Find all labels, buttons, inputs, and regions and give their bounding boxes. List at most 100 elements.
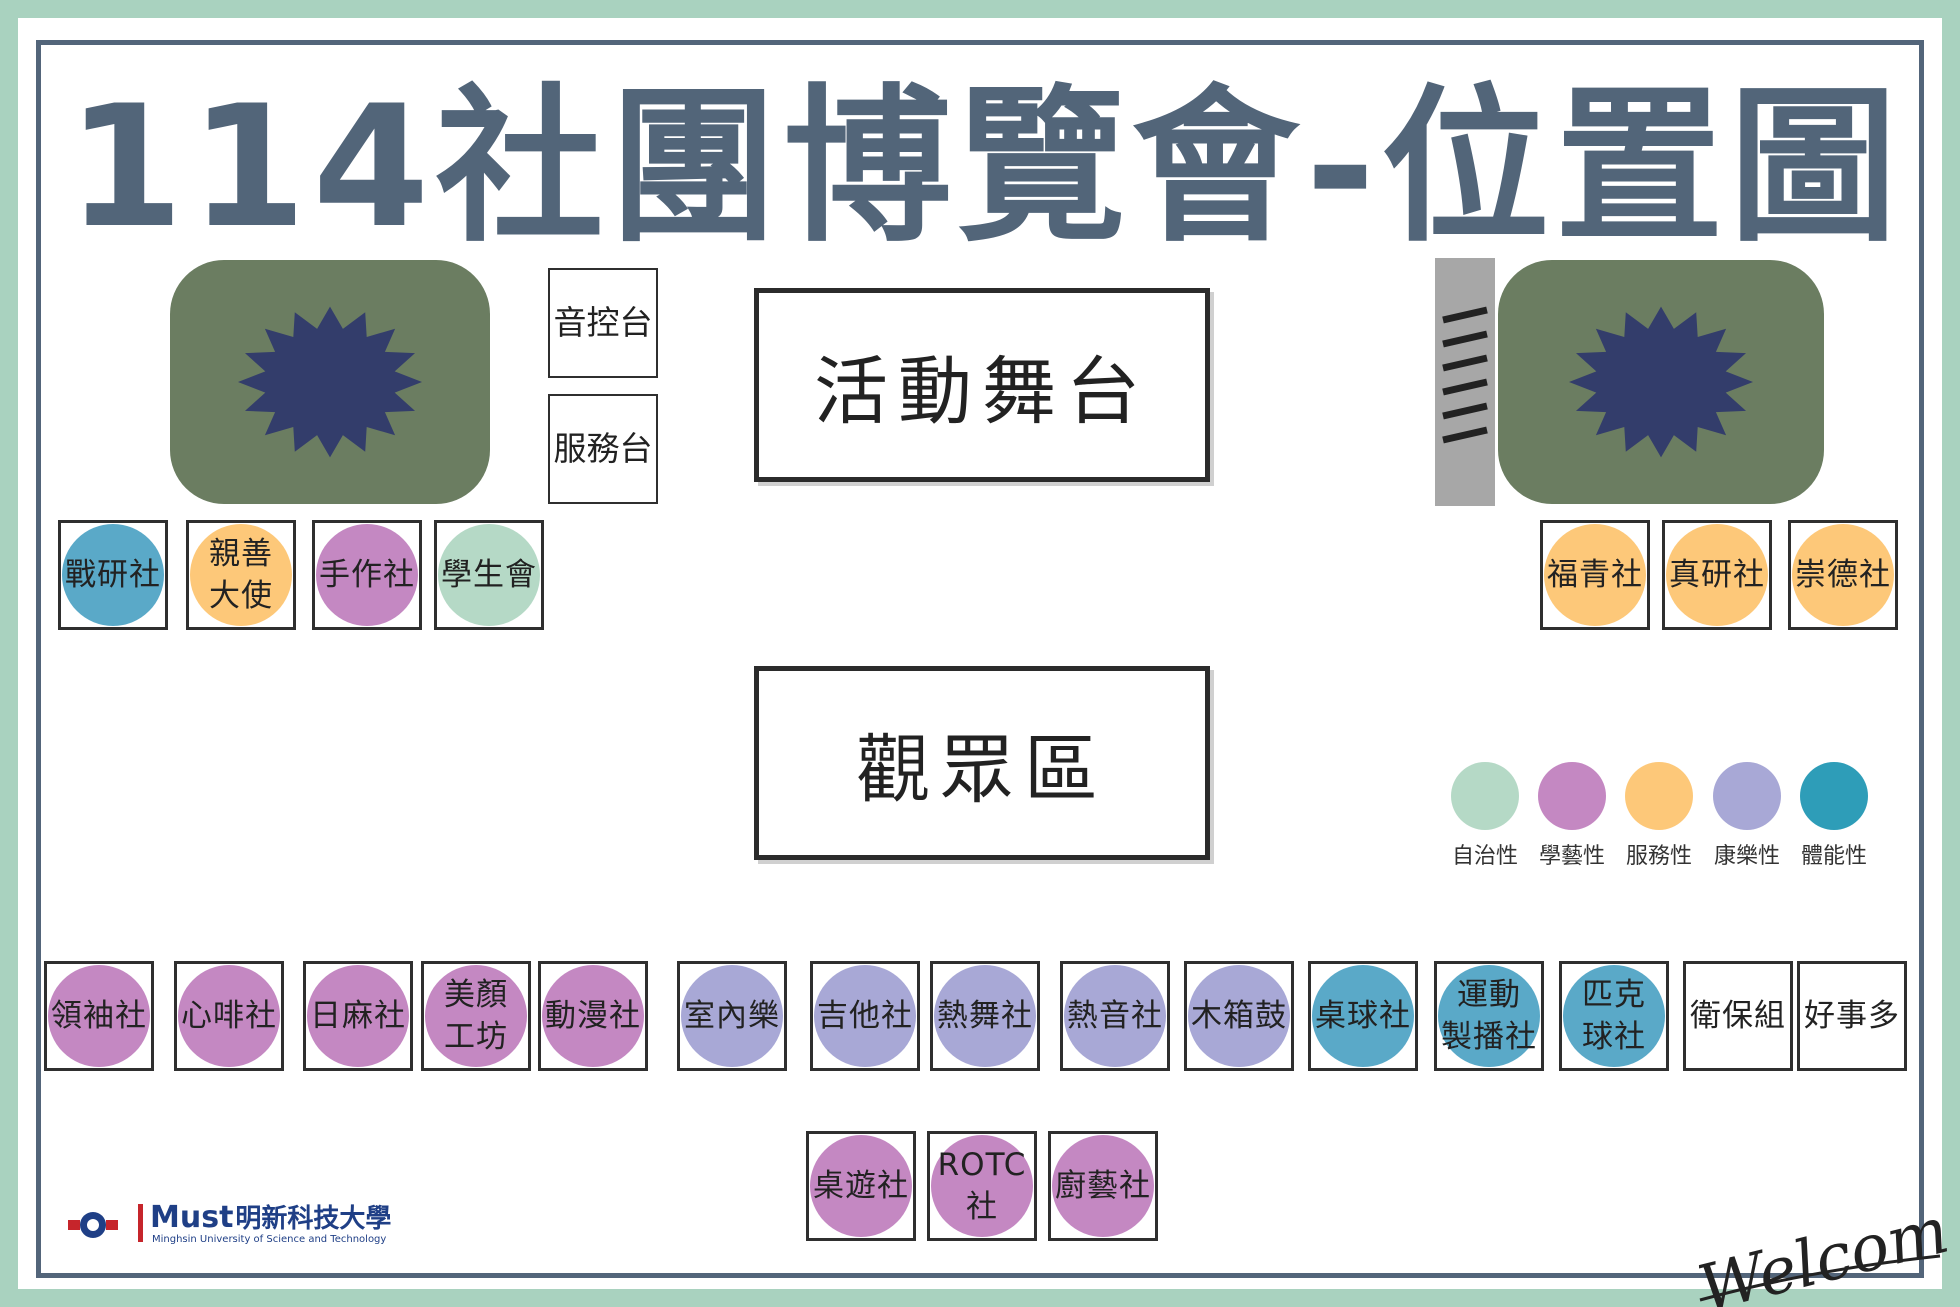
legend-label: 服務性 — [1625, 844, 1692, 869]
legend-item: 服務性 — [1616, 762, 1702, 870]
club-booth: 福青社 — [1540, 520, 1650, 630]
ramp-stripes — [1442, 306, 1488, 444]
club-label: 崇德社 — [1795, 557, 1891, 593]
poster-frame — [36, 40, 1924, 1278]
club-booth: 好事多 — [1797, 961, 1907, 1071]
logo-bar — [138, 1204, 143, 1242]
star-icon — [238, 306, 422, 458]
club-booth: 室內樂 — [677, 961, 787, 1071]
category-dot — [542, 965, 644, 1067]
club-label: 匹克 球社 — [1582, 977, 1646, 1055]
category-dot — [814, 965, 916, 1067]
legend-label: 體能性 — [1800, 844, 1867, 869]
club-booth: 匹克 球社 — [1559, 961, 1669, 1071]
club-label: 日麻社 — [310, 998, 406, 1034]
logo-name-cn: 明新科技大學 — [235, 1204, 392, 1234]
club-label: 桌遊社 — [813, 1168, 909, 1204]
club-booth: 衛保組 — [1683, 961, 1793, 1071]
club-booth: 學生會 — [434, 520, 544, 630]
gear-emblem-icon — [68, 1212, 118, 1238]
category-dot — [178, 965, 280, 1067]
club-label: 領袖社 — [51, 998, 147, 1034]
category-dot — [425, 965, 527, 1067]
legend-swatch — [1625, 762, 1693, 830]
club-label: ROTC 社 — [937, 1147, 1027, 1225]
sound-console-booth: 音控台 — [548, 268, 658, 378]
club-label: 福青社 — [1547, 557, 1643, 593]
club-booth: 吉他社 — [810, 961, 920, 1071]
club-booth: 廚藝社 — [1048, 1131, 1158, 1241]
category-dot — [1064, 965, 1166, 1067]
club-booth: 動漫社 — [538, 961, 648, 1071]
club-label: 室內樂 — [684, 998, 780, 1034]
logo-name-en: Minghsin University of Science and Techn… — [152, 1234, 387, 1245]
club-label: 心啡社 — [181, 998, 277, 1034]
club-booth: 桌球社 — [1308, 961, 1418, 1071]
legend-item: 學藝性 — [1529, 762, 1615, 870]
club-booth: 桌遊社 — [806, 1131, 916, 1241]
club-label: 熱音社 — [1067, 998, 1163, 1034]
welcome-text: Welcome — [1691, 1190, 1950, 1307]
legend-swatch — [1451, 762, 1519, 830]
audience-area: 觀眾區 — [754, 666, 1210, 860]
club-booth: 木箱鼓 — [1184, 961, 1294, 1071]
category-dot — [190, 524, 292, 626]
club-label: 戰研社 — [65, 557, 161, 593]
club-label: 手作社 — [319, 557, 415, 593]
club-label: 廚藝社 — [1055, 1168, 1151, 1204]
category-dot — [1563, 965, 1665, 1067]
category-dot — [931, 1135, 1033, 1237]
club-label: 動漫社 — [545, 998, 641, 1034]
category-dot — [316, 524, 418, 626]
welcome-script: Welcome — [1691, 1190, 1950, 1307]
club-booth: 熱音社 — [1060, 961, 1170, 1071]
club-label: 美顏 工坊 — [444, 977, 508, 1055]
club-booth: 手作社 — [312, 520, 422, 630]
legend-swatch — [1713, 762, 1781, 830]
category-dot — [62, 524, 164, 626]
legend-label: 學藝性 — [1538, 844, 1605, 869]
category-dot — [1544, 524, 1646, 626]
club-booth: 美顏 工坊 — [421, 961, 531, 1071]
club-label: 運動 製播社 — [1441, 977, 1537, 1055]
club-booth: 真研社 — [1662, 520, 1772, 630]
poster-background — [18, 18, 1942, 1289]
category-dot — [1312, 965, 1414, 1067]
category-dot — [48, 965, 150, 1067]
club-booth: 崇德社 — [1788, 520, 1898, 630]
club-label: 熱舞社 — [937, 998, 1033, 1034]
club-label: 桌球社 — [1315, 998, 1411, 1034]
category-dot — [1438, 965, 1540, 1067]
club-booth: 親善 大使 — [186, 520, 296, 630]
legend-label: 自治性 — [1451, 844, 1518, 869]
category-dot — [681, 965, 783, 1067]
club-label: 真研社 — [1669, 557, 1765, 593]
category-dot — [1666, 524, 1768, 626]
club-booth: 日麻社 — [303, 961, 413, 1071]
category-dot — [1188, 965, 1290, 1067]
category-dot — [438, 524, 540, 626]
club-label: 學生會 — [441, 557, 537, 593]
legend-swatch — [1800, 762, 1868, 830]
club-booth: 戰研社 — [58, 520, 168, 630]
logo-brand: Must明新科技大學 — [150, 1198, 391, 1235]
star-icon — [1569, 306, 1753, 458]
club-booth: 領袖社 — [44, 961, 154, 1071]
club-booth: 心啡社 — [174, 961, 284, 1071]
club-label: 親善 大使 — [209, 536, 273, 614]
club-label: 好事多 — [1804, 998, 1900, 1034]
ramp — [1435, 258, 1495, 506]
legend-item: 康樂性 — [1704, 762, 1790, 870]
service-desk-booth: 服務台 — [548, 394, 658, 504]
club-label: 衛保組 — [1690, 998, 1786, 1034]
legend-label: 康樂性 — [1713, 844, 1780, 869]
category-dot — [307, 965, 409, 1067]
club-booth: 熱舞社 — [930, 961, 1040, 1071]
club-label: 木箱鼓 — [1191, 998, 1287, 1034]
green-area-right — [1498, 260, 1824, 504]
club-label: 吉他社 — [817, 998, 913, 1034]
green-area-left — [170, 260, 490, 504]
legend-swatch — [1538, 762, 1606, 830]
club-booth: ROTC 社 — [927, 1131, 1037, 1241]
club-booth: 運動 製播社 — [1434, 961, 1544, 1071]
